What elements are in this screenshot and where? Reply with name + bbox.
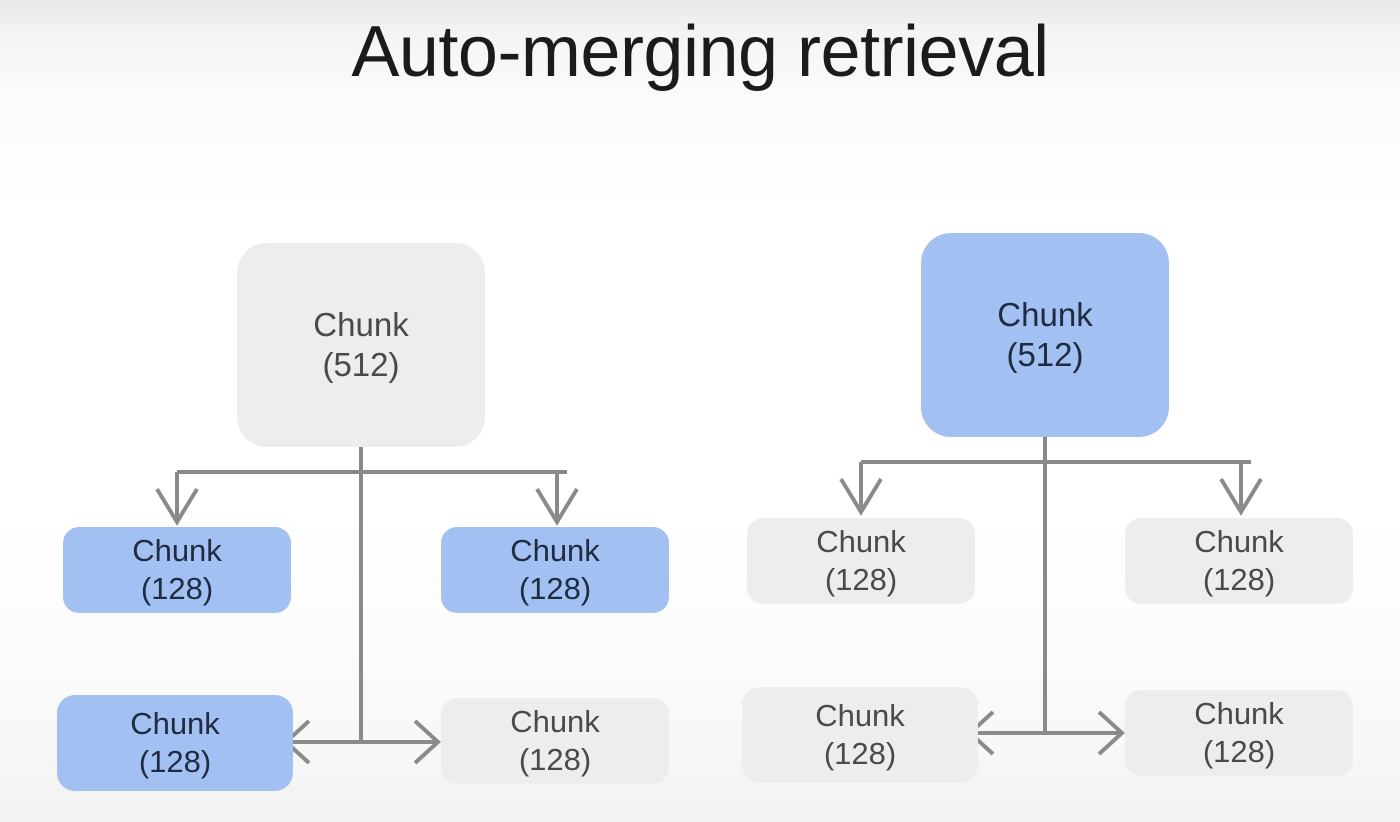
node-label-size: (128) [1202,562,1276,597]
node-label-name: Chunk [510,704,600,740]
right-bottom-arrowhead-right [1097,710,1125,756]
left-tree-parent-chunk-512[interactable]: Chunk (512) [237,243,485,447]
page-title: Auto-merging retrieval [351,12,1049,92]
node-label-name: Chunk [132,533,222,569]
left-tree-child-mid-left[interactable]: Chunk (128) [63,527,291,613]
node-label-name: Chunk [816,524,906,560]
node-label-size: (512) [1006,336,1084,373]
node-label-size: (128) [138,744,212,779]
right-tree-child-bottom-left[interactable]: Chunk (128) [742,687,978,783]
node-label-size: (128) [140,571,214,606]
right-tree-child-bottom-right[interactable]: Chunk (128) [1125,690,1353,776]
node-label-name: Chunk [815,698,905,734]
node-label-size: (128) [518,742,592,777]
left-bottom-arrowhead-right [413,719,441,765]
right-arrowhead-left [839,477,883,516]
node-label-size: (128) [823,736,897,771]
left-tree-child-bottom-left[interactable]: Chunk (128) [57,695,293,791]
node-label-name: Chunk [510,533,600,569]
node-label-name: Chunk [1194,696,1284,732]
right-tree-parent-chunk-512[interactable]: Chunk (512) [921,233,1169,437]
left-arrowhead-right [535,487,579,526]
node-label-size: (128) [824,562,898,597]
left-arrowhead-left [155,487,199,526]
node-label-size: (512) [322,346,400,383]
left-tree-child-bottom-right[interactable]: Chunk (128) [441,698,669,784]
node-label-size: (128) [518,571,592,606]
node-label-size: (128) [1202,734,1276,769]
right-tree-child-mid-left[interactable]: Chunk (128) [747,518,975,604]
node-label-name: Chunk [130,706,220,742]
right-tree-child-mid-right[interactable]: Chunk (128) [1125,518,1353,604]
left-tree-child-mid-right[interactable]: Chunk (128) [441,527,669,613]
node-label-name: Chunk [1194,524,1284,560]
right-arrowhead-right [1219,477,1263,516]
node-label-name: Chunk [313,305,409,343]
node-label-name: Chunk [997,295,1093,333]
